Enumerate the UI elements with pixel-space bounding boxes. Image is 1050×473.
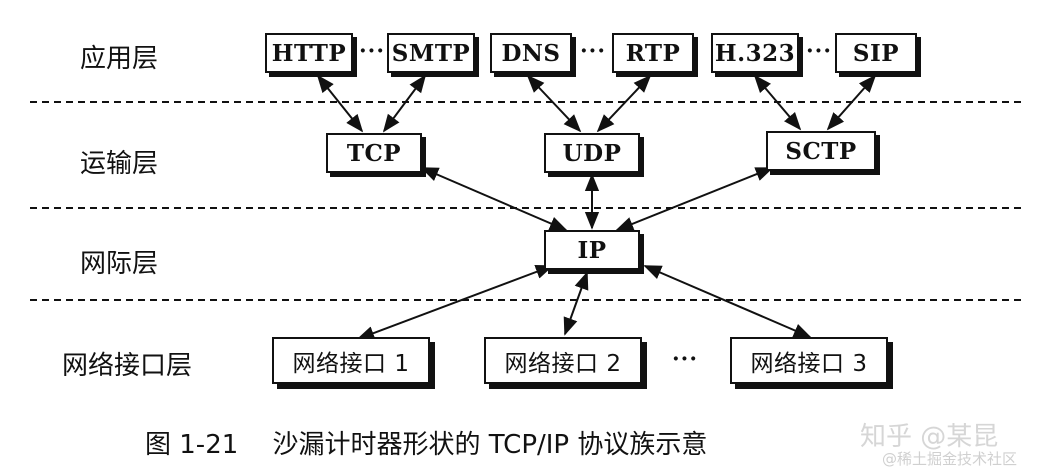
protocol-box-sip: SIP (835, 33, 917, 73)
arrow-ip-if3 (643, 265, 812, 338)
network-interface-box-3: 网络接口 3 (730, 337, 888, 384)
arrow-dns-udp (526, 74, 582, 133)
arrow-sip-sctp (826, 74, 877, 131)
ellipsis-h323-sip: ··· (806, 38, 832, 64)
protocol-box-h323: H.323 (711, 33, 799, 73)
arrow-rtp-udp (596, 74, 652, 133)
network-interface-box-2: 网络接口 2 (484, 337, 642, 384)
arrow-ip-if1 (356, 264, 554, 341)
arrow-tcp-ip (420, 167, 568, 231)
protocol-box-smtp: SMTP (387, 33, 475, 73)
layer-label-network-interface: 网络接口层 (62, 351, 193, 381)
ellipsis-dns-rtp: ··· (580, 38, 606, 64)
protocol-box-http: HTTP (265, 33, 353, 73)
watermark-juejin: @稀土掘金技术社区 (882, 450, 1018, 468)
arrow-h323-sctp (753, 74, 802, 131)
ellipsis-interfaces: ··· (672, 346, 698, 372)
network-interface-box-1: 网络接口 1 (272, 337, 430, 384)
protocol-box-sctp: SCTP (766, 131, 876, 171)
figure-caption: 图 1-21 沙漏计时器形状的 TCP/IP 协议族示意 (145, 430, 708, 460)
arrow-http-tcp (316, 74, 364, 133)
layer-label-application: 应用层 (80, 44, 159, 74)
arrow-smtp-tcp (382, 74, 427, 133)
layer-label-transport: 运输层 (80, 149, 159, 179)
watermark-zhihu: 知乎 @某昆 (860, 422, 999, 452)
arrow-ip-if2 (563, 271, 589, 336)
protocol-box-tcp: TCP (326, 133, 422, 173)
protocol-box-udp: UDP (544, 133, 640, 173)
ellipsis-http-smtp: ··· (359, 38, 385, 64)
layer-label-internet: 网际层 (80, 249, 159, 279)
protocol-box-rtp: RTP (612, 33, 694, 73)
arrow-sctp-ip (615, 167, 774, 231)
protocol-box-dns: DNS (490, 33, 572, 73)
protocol-box-ip: IP (544, 230, 640, 270)
